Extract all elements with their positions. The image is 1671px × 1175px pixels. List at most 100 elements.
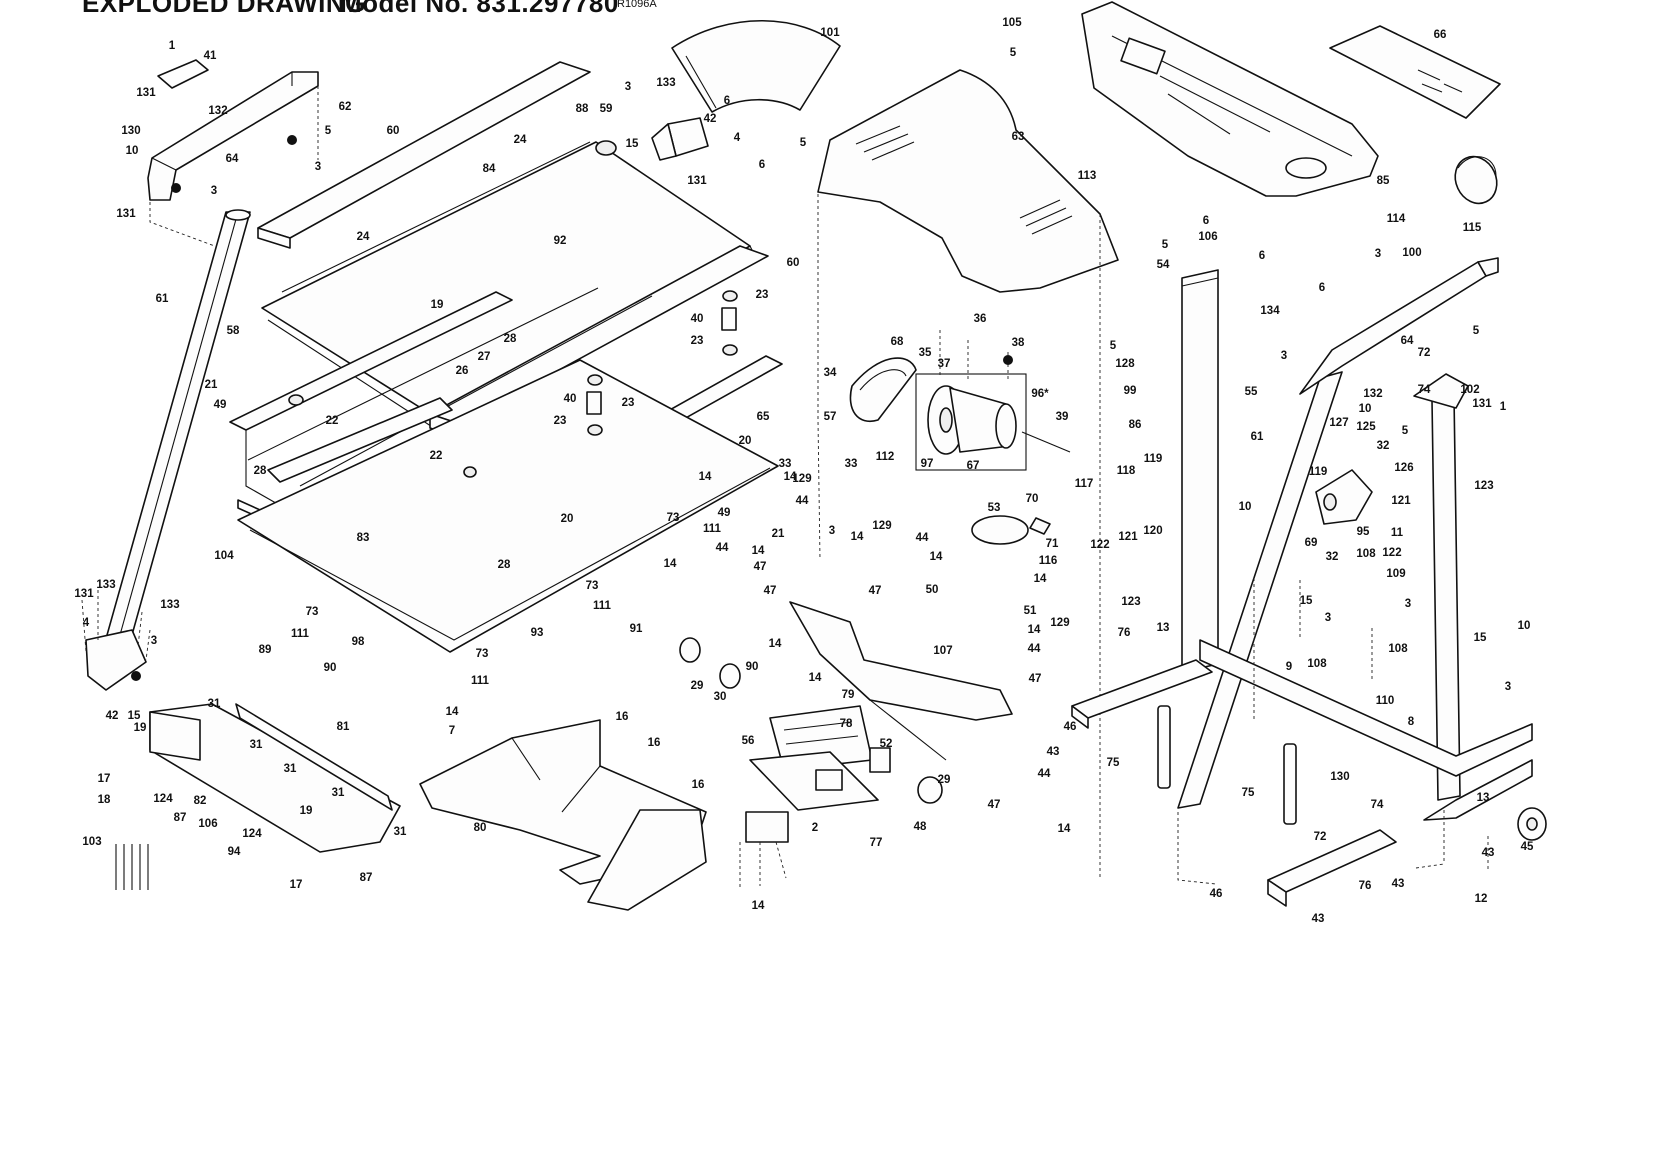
callout-label: 129 — [872, 520, 891, 532]
callout-39: 39 — [1056, 411, 1069, 423]
callout-label: 44 — [1038, 768, 1051, 780]
incline-bracket-79 — [789, 601, 1013, 761]
callout-label: 5 — [1110, 340, 1117, 352]
callout-37: 37 — [938, 358, 951, 370]
callout-label: 113 — [1078, 170, 1097, 182]
front-roller-pulley-59 — [595, 117, 709, 161]
callout-66: 66 — [1434, 29, 1447, 41]
callout-111: 111 — [703, 523, 722, 535]
belt-98 — [237, 359, 779, 653]
callout-label: 28 — [498, 559, 511, 571]
callout-49: 49 — [718, 507, 731, 519]
callout-label: 79 — [842, 689, 855, 701]
callout-label: 74 — [1418, 384, 1431, 396]
callout-44: 44 — [1038, 768, 1051, 780]
callout-3: 3 — [1375, 248, 1381, 260]
callout-15: 15 — [1300, 595, 1313, 607]
callout-5: 5 — [1010, 47, 1017, 59]
callout-123: 123 — [1121, 596, 1140, 608]
callout-label: 14 — [446, 706, 459, 718]
callout-109: 109 — [1386, 568, 1405, 580]
callout-label: 14 — [1058, 823, 1071, 835]
callout-label: 132 — [1363, 388, 1382, 400]
callout-60: 60 — [387, 125, 400, 137]
callout-label: 42 — [704, 113, 717, 125]
callout-61: 61 — [1251, 431, 1264, 443]
callout-label: 6 — [1203, 215, 1209, 227]
callout-label: 32 — [1377, 440, 1390, 452]
callout-83: 83 — [357, 532, 370, 544]
callout-label: 15 — [1300, 595, 1313, 607]
callout-45: 45 — [1521, 841, 1534, 853]
callout-label: 87 — [174, 812, 187, 824]
callout-28: 28 — [504, 333, 517, 345]
callout-label: 111 — [291, 628, 310, 640]
callout-100: 100 — [1402, 247, 1421, 259]
callout-3: 3 — [151, 635, 157, 647]
callout-label: 131 — [687, 175, 707, 187]
callout-label: 92 — [554, 235, 567, 247]
callout-label: 65 — [757, 411, 770, 423]
callout-label: 29 — [938, 774, 951, 786]
callout-label: 14 — [1028, 624, 1041, 636]
callout-21: 21 — [772, 528, 785, 540]
callout-73: 73 — [586, 580, 599, 592]
callout-22: 22 — [430, 450, 443, 462]
callout-label: 14 — [851, 531, 864, 543]
callout-label: 69 — [1305, 537, 1318, 549]
callout-label: 10 — [126, 145, 139, 157]
callout-42: 42 — [704, 113, 717, 125]
callout-label: 64 — [226, 153, 239, 165]
callout-10: 10 — [1239, 501, 1252, 513]
callout-4: 4 — [83, 617, 90, 629]
callout-label: 31 — [332, 787, 345, 799]
callout-68: 68 — [891, 336, 904, 348]
callout-14: 14 — [446, 706, 459, 718]
callout-47: 47 — [764, 585, 777, 597]
callout-44: 44 — [916, 532, 929, 544]
callout-128: 128 — [1115, 358, 1135, 370]
callout-label: 73 — [476, 648, 489, 660]
callout-44: 44 — [716, 542, 729, 554]
callout-label: 133 — [656, 77, 675, 89]
callout-label: 4 — [83, 617, 90, 629]
callout-14: 14 — [930, 551, 943, 563]
base-76-left — [1071, 659, 1213, 729]
callout-label: 46 — [1210, 888, 1223, 900]
callout-23: 23 — [756, 289, 769, 301]
callout-label: 53 — [988, 502, 1001, 514]
callout-59: 59 — [600, 103, 613, 115]
callout-5: 5 — [1473, 325, 1480, 337]
callout-5: 5 — [1110, 340, 1117, 352]
callout-50: 50 — [926, 584, 939, 596]
callout-label: 129 — [1050, 617, 1069, 629]
hood-shields-80 — [419, 719, 707, 911]
callout-57: 57 — [824, 411, 837, 423]
callout-90: 90 — [746, 661, 759, 673]
callout-14: 14 — [1058, 823, 1071, 835]
callout-23: 23 — [691, 335, 704, 347]
callout-14: 14 — [1034, 573, 1047, 585]
callout-label: 60 — [387, 125, 400, 137]
console-85 — [1081, 1, 1379, 197]
callout-label: 78 — [840, 718, 853, 730]
callout-label: 10 — [1239, 501, 1252, 513]
callout-label: 90 — [324, 662, 337, 674]
callout-label: 6 — [1259, 250, 1265, 262]
callout-111: 111 — [471, 675, 490, 687]
controller-board-77 — [749, 747, 891, 811]
callout-124: 124 — [153, 793, 173, 805]
callout-label: 3 — [315, 161, 321, 173]
callout-label: 12 — [1475, 893, 1488, 905]
callout-label: 51 — [1024, 605, 1037, 617]
right-upright-61 — [1177, 257, 1499, 809]
callout-64: 64 — [226, 153, 239, 165]
callout-96*: 96* — [1031, 388, 1049, 400]
callout-label: 19 — [134, 722, 147, 734]
callout-label: 15 — [128, 710, 141, 722]
center-upright-86 — [1181, 269, 1219, 673]
callout-43: 43 — [1047, 746, 1060, 758]
callout-47: 47 — [1029, 673, 1042, 685]
callout-111: 111 — [291, 628, 310, 640]
callout-78: 78 — [840, 718, 853, 730]
